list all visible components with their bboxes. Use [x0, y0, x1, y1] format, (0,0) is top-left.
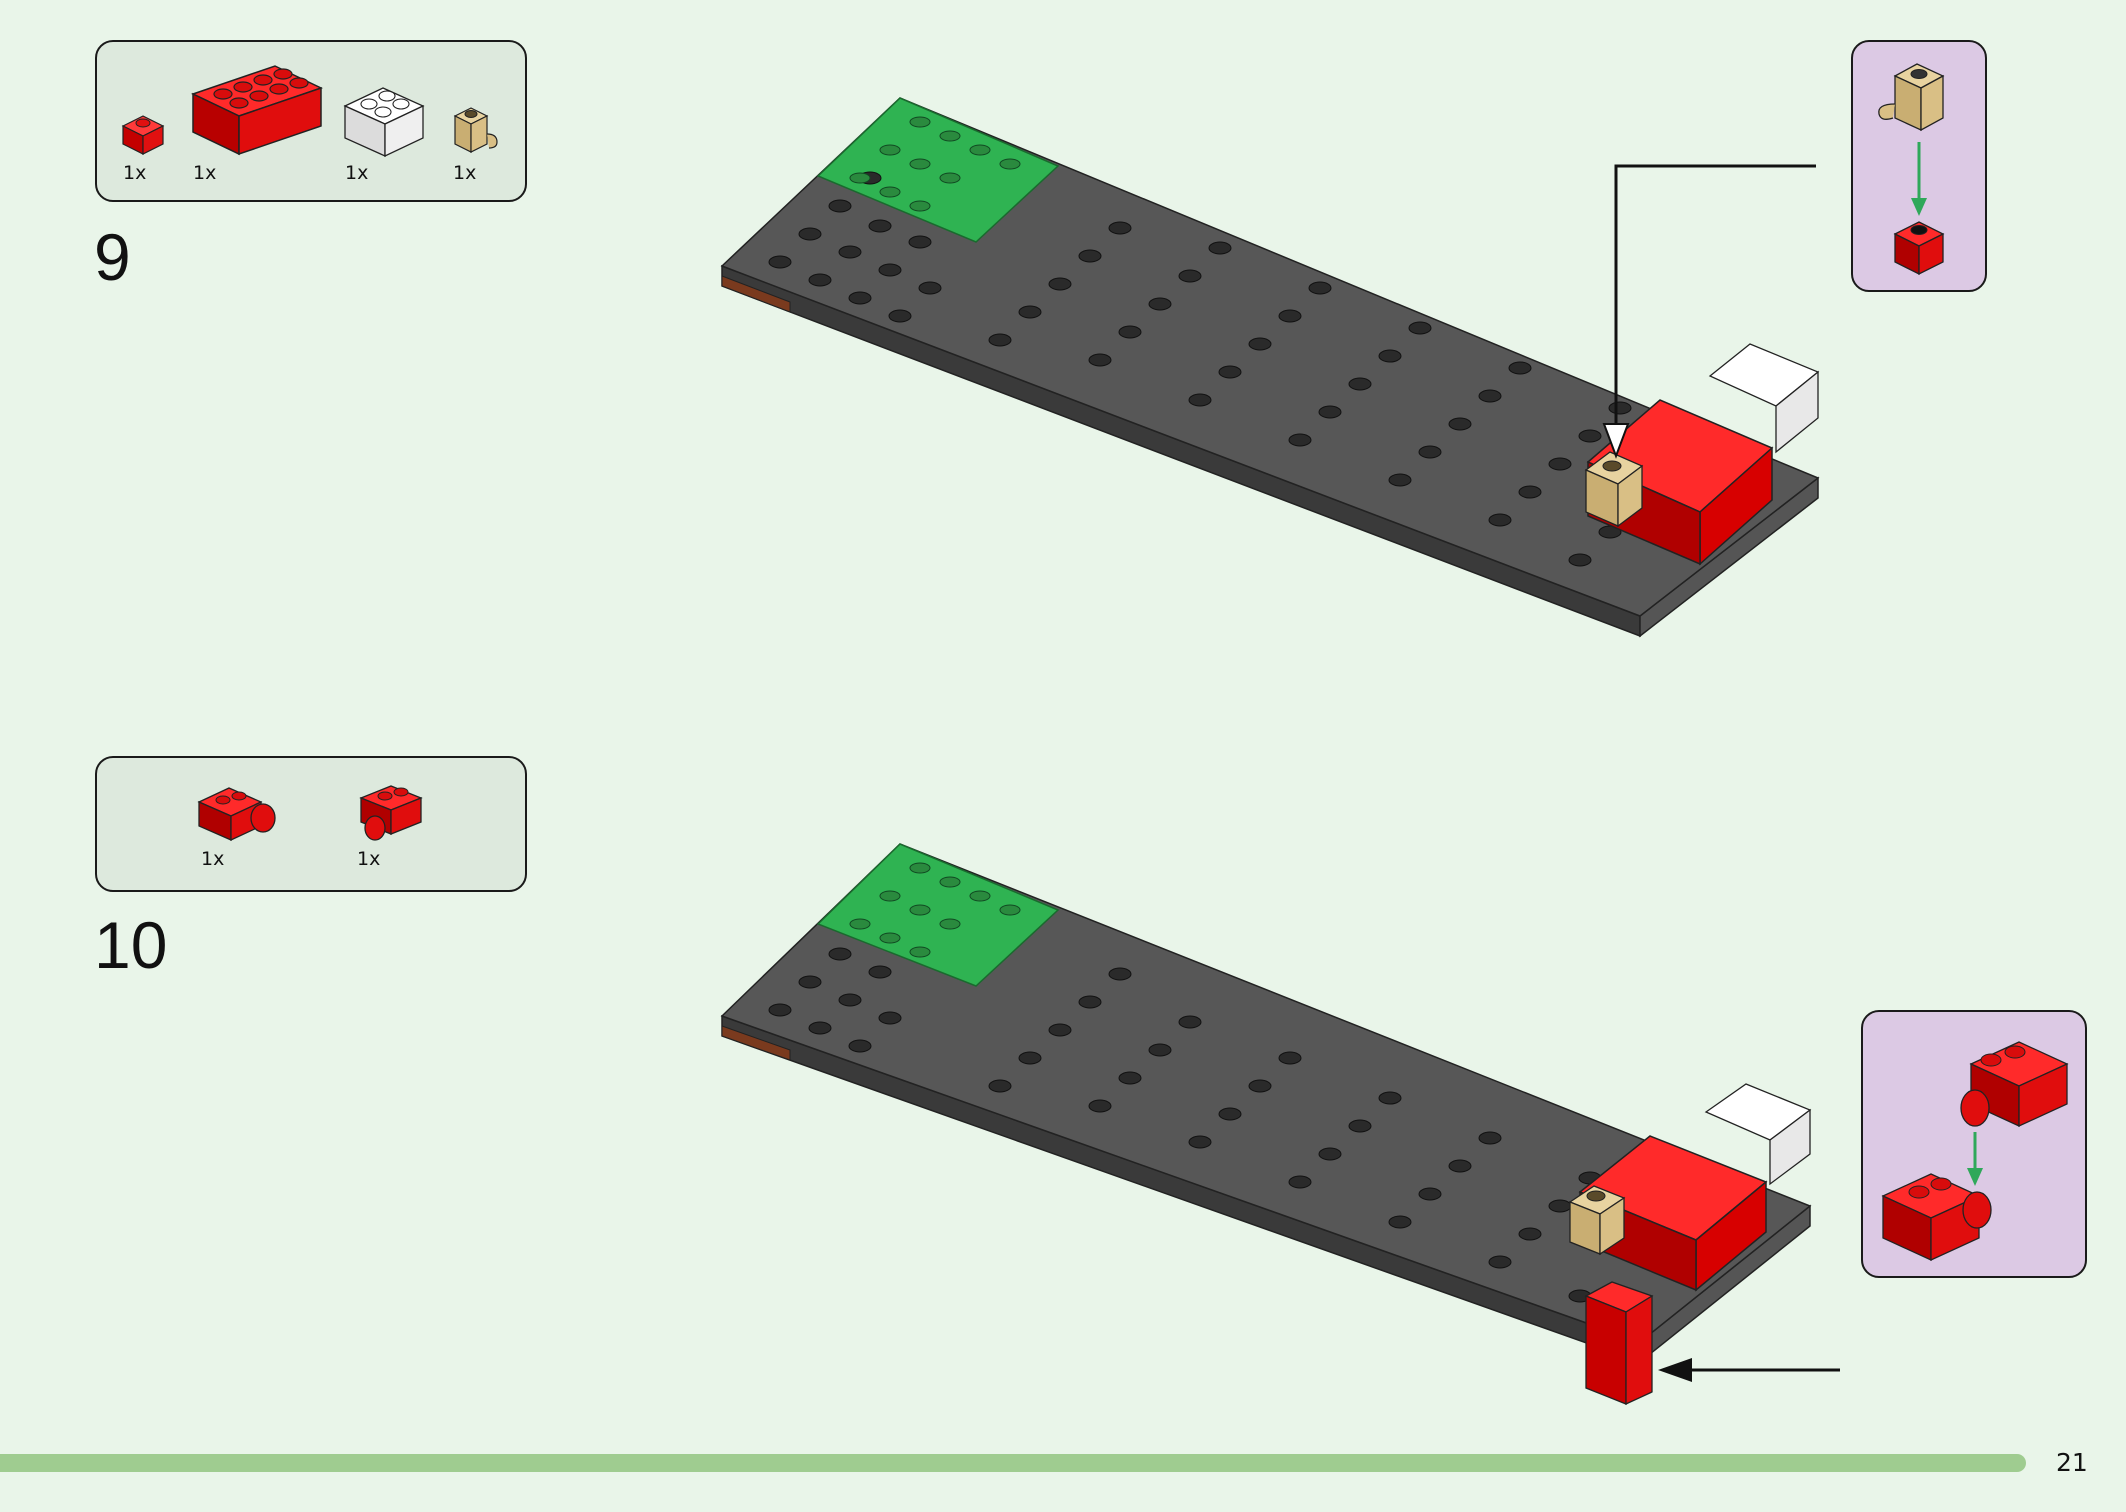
step-number: 9	[94, 220, 131, 294]
step-number: 10	[94, 908, 168, 982]
parts-list-step-10: 1x 1x	[95, 756, 527, 892]
plate-studs	[768, 116, 1632, 567]
part-qty: 1x	[453, 162, 477, 184]
assembly-detail-icon	[1881, 1041, 2069, 1262]
part-qty: 1x	[201, 848, 225, 870]
callout-step-9	[1851, 40, 1987, 292]
page-number: 21	[2056, 1448, 2088, 1477]
red-hinge-brick-icon	[197, 787, 276, 842]
callout-step-10	[1861, 1010, 2087, 1278]
red-2x4-brick-icon	[191, 65, 323, 156]
red-hinge-brick-icon	[359, 785, 423, 841]
parts-list-step-9: 1x 1x 1x 1x	[95, 40, 527, 202]
part-qty: 1x	[345, 162, 369, 184]
red-1x1-brick-icon	[121, 115, 165, 155]
plate-studs	[768, 862, 1602, 1303]
progress-bar	[0, 1454, 2026, 1472]
part-qty: 1x	[193, 162, 217, 184]
tan-clip-brick-icon	[453, 107, 498, 153]
part-qty: 1x	[357, 848, 381, 870]
white-2x2-brick-icon	[343, 87, 425, 158]
build-model-step-10	[720, 843, 1840, 1406]
build-model-step-9	[720, 97, 1820, 638]
assembly-detail-icon	[1878, 63, 1945, 276]
part-qty: 1x	[123, 162, 147, 184]
